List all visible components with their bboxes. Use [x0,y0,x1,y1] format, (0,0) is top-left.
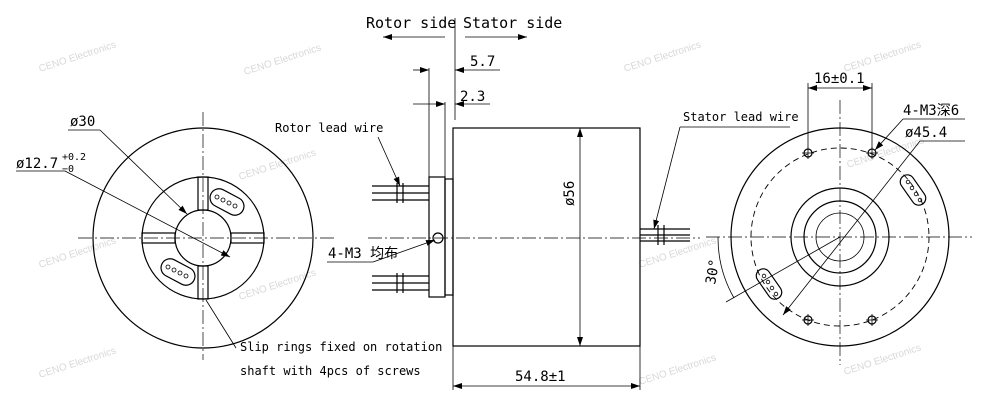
watermark: CENO Electronics [238,147,318,182]
watermark: CENO Electronics [38,39,118,74]
bore-tol-upper: +0.2 [62,152,86,163]
bore-tol-lower: −0 [62,164,74,175]
watermark: CENO Electronics [38,235,118,270]
offset-dim-label: 5.7 [470,54,495,70]
watermark: CENO Electronics [243,42,323,77]
rotor-lead-wire-label: Rotor lead wire [275,121,383,135]
rotor-end-view [16,112,335,360]
watermark: CENO Electronics [38,345,118,380]
watermark: CENO Electronics [238,267,318,302]
bore-dia-label: ø12.7 [16,156,58,172]
flange-thickness-label: 2.3 [460,89,485,105]
outer-dia-label: ø30 [70,114,95,130]
hole-spacing-label: 16±0.1 [814,71,865,87]
watermark: CENO Electronics [638,352,718,387]
stator-side-label: Stator side [463,14,562,32]
mount-holes-front-label: 4-M3 均布 [328,246,398,262]
rotor-side-label: Rotor side [366,14,456,32]
angle-label: 30° [703,258,723,286]
pcd-label: ø45.4 [905,125,947,141]
slip-note-line2: shaft with 4pcs of screws [240,364,421,378]
slip-note-line1: Slip rings fixed on rotation [240,340,442,354]
stator-end-view [706,83,972,365]
watermark: CENO Electronics [843,39,923,74]
mount-holes-back-label: 4-M3深6 [903,103,959,119]
watermark: CENO Electronics [623,39,703,74]
body-length-label: 54.8±1 [515,369,566,385]
body-dia-label: ø56 [562,181,578,206]
stator-lead-wire-label: Stator lead wire [683,110,799,124]
watermark: CENO Electronics [843,342,923,377]
side-view [327,18,790,390]
